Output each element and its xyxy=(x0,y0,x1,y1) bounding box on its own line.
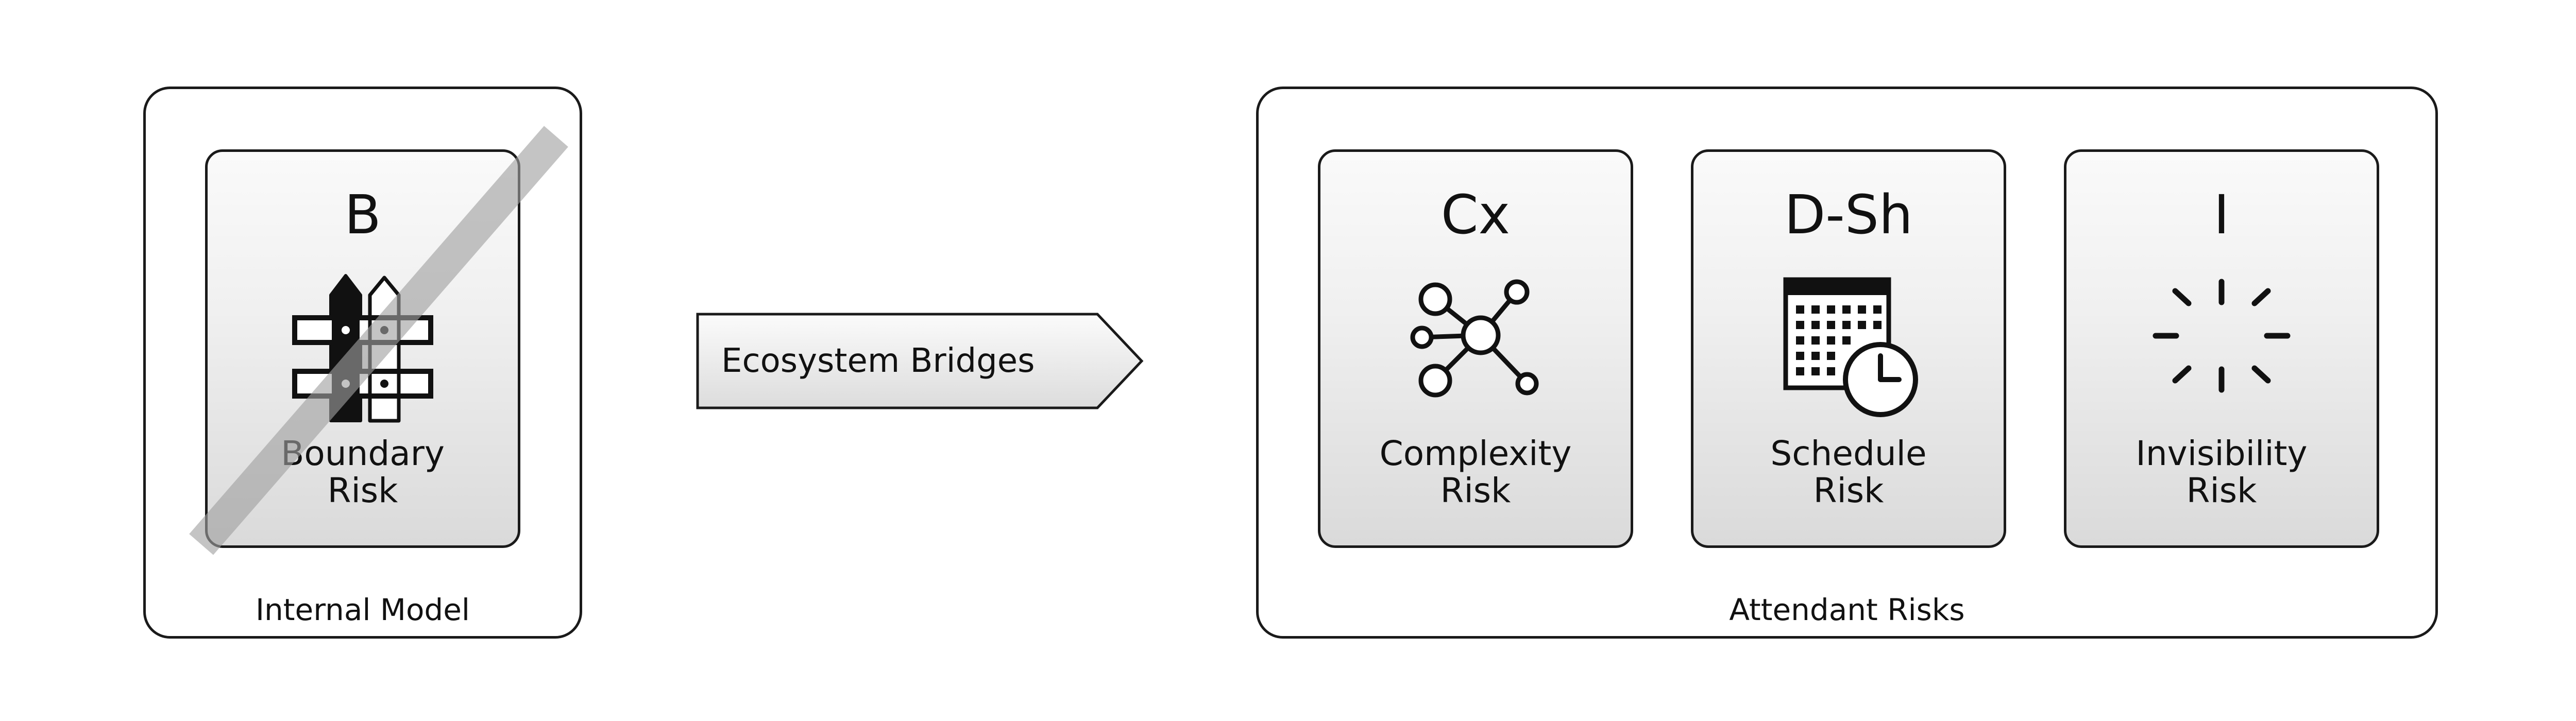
invisibility-risk-abbr: I xyxy=(2213,183,2230,246)
ecosystem-bridges-label: Ecosystem Bridges xyxy=(721,342,1035,380)
complexity-risk-card: Cx Complexity Risk xyxy=(1318,149,1633,548)
attendant-risks-label: Attendant Risks xyxy=(1729,592,1965,627)
complexity-risk-label: Complexity Risk xyxy=(1379,434,1572,510)
invisibility-risk-card: I Invisibility Risk xyxy=(2064,149,2379,548)
internal-model-label: Internal Model xyxy=(255,592,470,627)
schedule-risk-label: Schedule Risk xyxy=(1770,434,1927,510)
ecosystem-bridges-arrow xyxy=(696,313,1144,409)
boundary-risk-label: Boundary Risk xyxy=(281,434,445,510)
calendar-clock-icon xyxy=(1783,277,1918,417)
schedule-risk-card: D-Sh Schedule Risk xyxy=(1691,149,2006,548)
complexity-risk-abbr: Cx xyxy=(1440,183,1511,246)
loading-spinner-icon xyxy=(2153,279,2291,393)
schedule-risk-abbr: D-Sh xyxy=(1784,183,1913,246)
boundary-risk-abbr: B xyxy=(344,183,381,246)
network-graph-icon xyxy=(1410,279,1539,398)
invisibility-risk-label: Invisibility Risk xyxy=(2136,434,2308,510)
